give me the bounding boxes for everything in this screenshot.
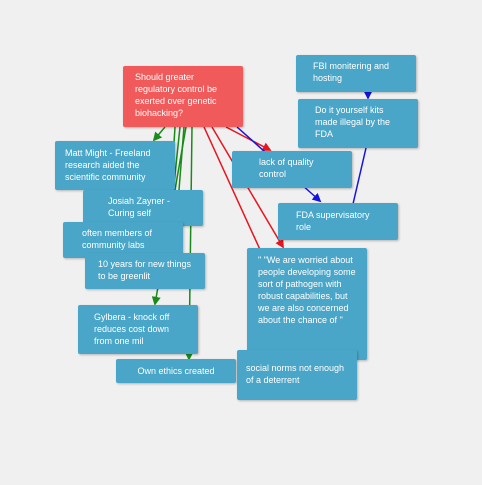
social-norms-node[interactable]: social norms not enough of a deterrent xyxy=(237,350,357,400)
community-labs-node[interactable]: often members of community labs xyxy=(63,222,183,258)
greenlit-node[interactable]: 10 years for new things to be greenlit xyxy=(85,253,205,289)
gylbera-node[interactable]: Gylbera - knock off reduces cost down fr… xyxy=(78,305,198,354)
own-ethics-node[interactable]: Own ethics created xyxy=(116,359,236,383)
josiah-zayner-node[interactable]: Josiah Zayner - Curing self xyxy=(83,190,203,226)
edge-central-to-matt xyxy=(152,126,166,142)
matt-might-node[interactable]: Matt Might - Freeland research aided the… xyxy=(55,141,175,190)
edge-central-to-norms xyxy=(203,126,263,255)
edge-diy-to-fda-role xyxy=(352,147,367,205)
central-question-node[interactable]: Should greater regulatory control be exe… xyxy=(123,66,243,127)
quality-control-node[interactable]: lack of quality control xyxy=(232,151,352,188)
fda-role-node[interactable]: FDA supervisatory role xyxy=(278,203,398,240)
pathogen-quote-node[interactable]: " "We are worried about people developin… xyxy=(247,248,367,360)
fbi-monitoring-node[interactable]: FBI monitering and hosting xyxy=(296,55,416,92)
edge-central-to-quality xyxy=(225,126,272,151)
diy-kits-node[interactable]: Do it yourself kits made illegal by the … xyxy=(298,99,418,148)
